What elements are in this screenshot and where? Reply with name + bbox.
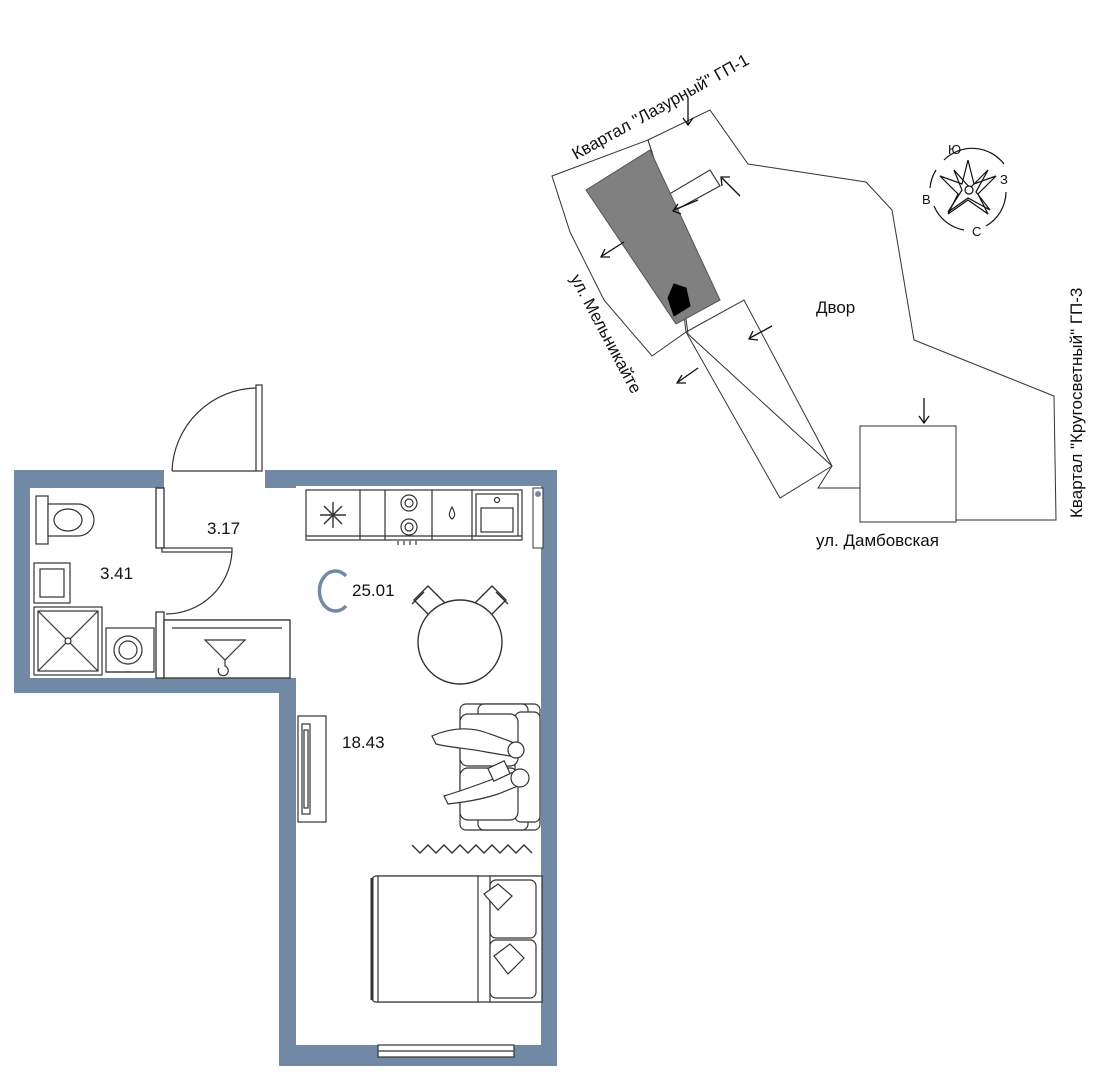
- site-plan: [551, 98, 1057, 523]
- room-area-hallway: 3.17: [207, 519, 240, 538]
- compass-label-s: С: [972, 224, 981, 239]
- label-yard: Двор: [816, 298, 855, 317]
- room-area-bathroom: 3.41: [100, 564, 133, 583]
- neighbour-building: [859, 425, 957, 523]
- type-letter-glyph: [317, 569, 348, 613]
- wardrobe: [172, 627, 282, 677]
- entrance-arrows: [599, 98, 930, 425]
- dining-table: [411, 585, 509, 685]
- entrance-door: [171, 384, 263, 472]
- water-drop-icon: [448, 505, 456, 520]
- room-area-living: 18.43: [342, 733, 385, 752]
- street-strip: [685, 299, 833, 499]
- total-area: 25.01: [352, 581, 395, 600]
- window-bottom: [377, 1044, 515, 1058]
- compass-rose: [929, 147, 1007, 231]
- selected-unit: [667, 283, 691, 317]
- rug-edge: [411, 844, 533, 854]
- bath-sink: [33, 562, 71, 604]
- people-on-sofa: [431, 728, 530, 805]
- label-north-block: Квартал "Лазурный" ГП-1: [569, 50, 752, 163]
- vent-dot: [535, 491, 541, 497]
- label-south-street: ул. Дамбовская: [816, 531, 939, 550]
- compass-label-e: З: [1000, 172, 1008, 187]
- compass-label-w: В: [922, 192, 931, 207]
- fridge-icon: [320, 502, 346, 528]
- tv-stand: [297, 715, 327, 823]
- shower-tray: [33, 606, 103, 676]
- building-block: [585, 149, 721, 325]
- toilet: [35, 495, 95, 545]
- bed: [370, 875, 543, 1003]
- kitchen-sink: [475, 493, 519, 537]
- window-side: [532, 487, 544, 549]
- bathroom-door: [161, 547, 233, 615]
- compass-label-n: Ю: [948, 142, 961, 157]
- washing-machine: [105, 627, 155, 673]
- cooktop: [397, 494, 418, 545]
- floor-plan: 3.41 3.17 25.01 18.43: [14, 384, 557, 1066]
- label-east-block: Квартал "Кругосветный" ГП-3: [1067, 288, 1086, 518]
